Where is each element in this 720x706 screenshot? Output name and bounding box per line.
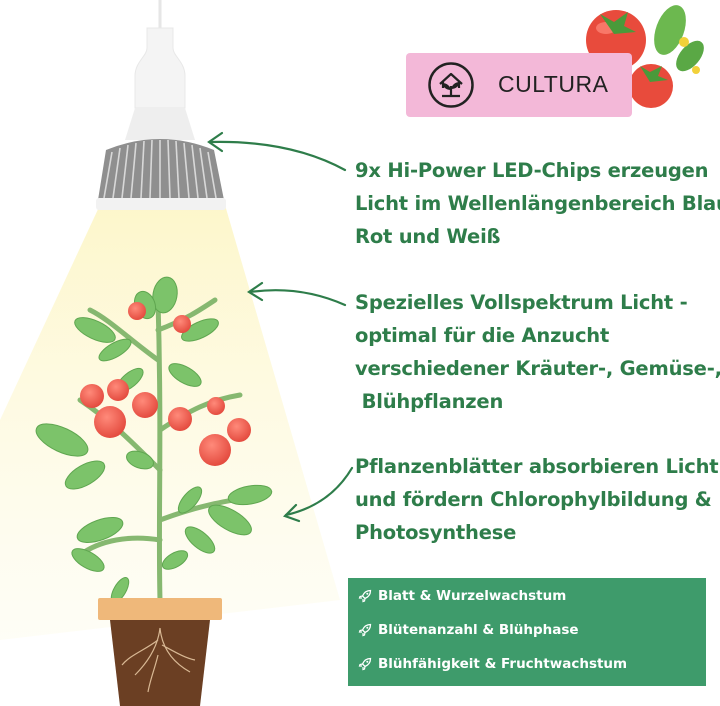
callout-line: 9x Hi-Power LED-Chips erzeugen	[355, 159, 709, 182]
callout-led-chips: 9x Hi-Power LED-Chips erzeugen Licht im …	[355, 154, 720, 253]
callout-line: verschiedener Kräuter-, Gemüse-,	[355, 357, 720, 380]
feature-label: Blütenanzahl & Blühphase	[378, 622, 579, 638]
callout-line: Spezielles Vollspektrum Licht -	[355, 291, 688, 314]
callout-line: optimal für die Anzucht	[355, 324, 610, 347]
pot-rim	[98, 598, 222, 620]
callout-full-spectrum: Spezielles Vollspektrum Licht - optimal …	[355, 286, 720, 418]
rocket-icon	[358, 657, 372, 671]
feature-item: Blühfähigkeit & Fruchtwachstum	[358, 653, 627, 675]
callout-line: und fördern Chlorophylbildung &	[355, 488, 712, 511]
feature-list: Blatt & Wurzelwachstum Blütenanzahl & Bl…	[348, 578, 706, 686]
brand-badge: CULTURA	[406, 53, 632, 117]
callout-photosynthesis: Pflanzenblätter absorbieren Licht und fö…	[355, 450, 719, 549]
pot-body	[110, 620, 210, 706]
callout-line: Photosynthese	[355, 521, 517, 544]
callout-line: Pflanzenblätter absorbieren Licht	[355, 455, 719, 478]
house-seedling-icon	[428, 62, 474, 108]
feature-item: Blatt & Wurzelwachstum	[358, 585, 566, 607]
feature-label: Blatt & Wurzelwachstum	[378, 588, 567, 604]
lamp-neck	[125, 108, 195, 140]
rocket-icon	[358, 589, 372, 603]
arrow-2	[248, 289, 347, 307]
feature-item: Blütenanzahl & Blühphase	[358, 619, 579, 641]
lamp-rim	[96, 198, 226, 210]
rocket-icon	[358, 623, 372, 637]
callout-line: Rot und Weiß	[355, 225, 501, 248]
arrow-3	[284, 466, 354, 517]
callout-line: Blühpflanzen	[355, 390, 504, 413]
arrow-1	[208, 140, 347, 172]
callout-line: Licht im Wellenlängenbereich Blau,	[355, 192, 720, 215]
feature-label: Blühfähigkeit & Fruchtwachstum	[378, 656, 628, 672]
brand-name: CULTURA	[498, 71, 609, 97]
lamp-socket	[134, 27, 186, 109]
